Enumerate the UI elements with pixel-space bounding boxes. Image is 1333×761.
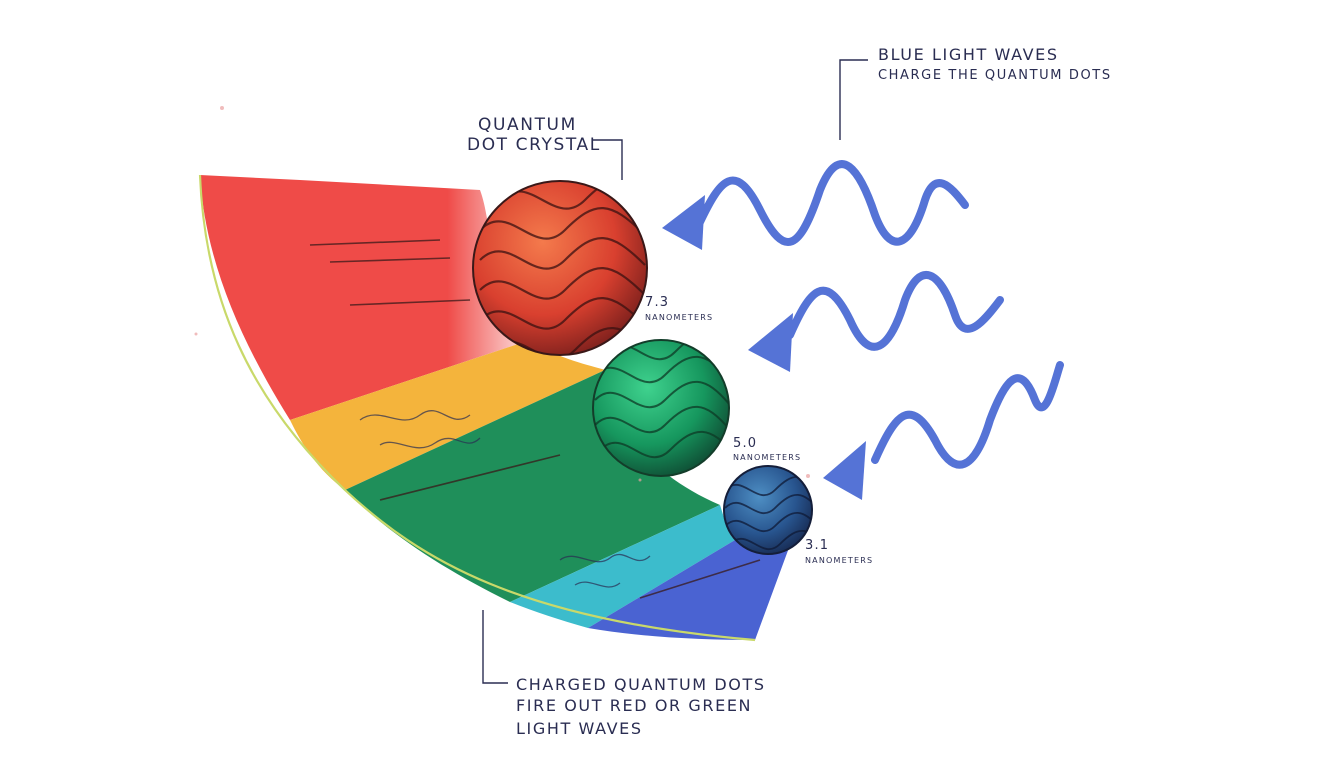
green-band (345, 370, 720, 602)
dot-unit-red: NANOMETERS (645, 313, 713, 322)
label-charged-line3: LIGHT WAVES (516, 719, 643, 738)
yellow-band (290, 340, 605, 490)
dot-unit-blue: NANOMETERS (805, 556, 873, 565)
label-blue-waves-line2: CHARGE THE QUANTUM DOTS (878, 68, 1112, 83)
label-crystal: QUANTUM DOT CRYSTAL (467, 115, 601, 155)
dot-unit-green: NANOMETERS (733, 453, 801, 462)
label-blue-waves: BLUE LIGHT WAVES CHARGE THE QUANTUM DOTS (878, 45, 1112, 83)
dot-size-blue: 3.1 (805, 538, 829, 553)
blue-light-waves (696, 160, 1064, 469)
label-charged-line1: CHARGED QUANTUM DOTS (516, 675, 766, 694)
arrow-3 (823, 441, 866, 500)
dot-size-green: 5.0 (733, 436, 757, 451)
wave-3 (871, 361, 1064, 469)
speed-streaks (309, 239, 761, 599)
light-fan (198, 174, 790, 642)
size-label-blue: 3.1 NANOMETERS (805, 538, 873, 565)
label-crystal-line1: QUANTUM (478, 115, 577, 135)
red-band (200, 175, 530, 420)
cyan-band (510, 505, 735, 628)
dot-size-red: 7.3 (645, 295, 669, 310)
size-label-red: 7.3 NANOMETERS (645, 295, 713, 322)
leader-lines (482, 59, 868, 684)
band-squiggles (359, 410, 651, 588)
wave-1 (696, 160, 969, 246)
arrow-1 (662, 195, 705, 250)
label-charged: CHARGED QUANTUM DOTS FIRE OUT RED OR GRE… (516, 675, 766, 738)
size-label-green: 5.0 NANOMETERS (733, 436, 801, 462)
wave-arrows (662, 195, 866, 500)
label-crystal-line2: DOT CRYSTAL (467, 135, 601, 155)
label-charged-line2: FIRE OUT RED OR GREEN (516, 696, 752, 715)
dot-red (472, 180, 648, 356)
wave-2 (786, 271, 1004, 351)
blue-band (588, 540, 790, 640)
dot-green (592, 339, 730, 477)
label-blue-waves-line1: BLUE LIGHT WAVES (878, 45, 1059, 64)
sparkles (194, 106, 810, 482)
fan-edge (198, 174, 756, 642)
arrow-2 (748, 313, 793, 372)
